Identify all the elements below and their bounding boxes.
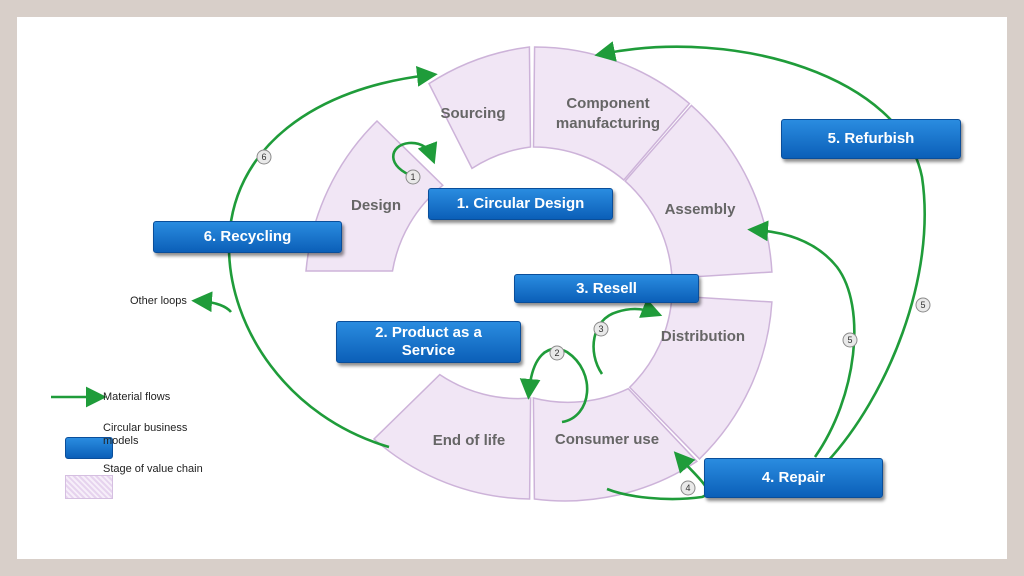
diagram-canvas: Sourcing Component manufacturing Assembl… — [17, 17, 1007, 559]
stage-label-consumer-use: Consumer use — [555, 431, 659, 448]
stage-end-of-life — [372, 373, 532, 500]
model-resell: 3. Resell — [514, 274, 699, 303]
legend-business-models-line2: models — [103, 435, 139, 447]
stage-label-design: Design — [351, 197, 401, 214]
flow-refurbish-assembly — [747, 220, 856, 458]
flow-circular-design — [392, 141, 438, 179]
loop-number-3: 3 — [593, 321, 609, 337]
legend-business-models: Circular business models — [103, 422, 187, 448]
svg-text:1: 1 — [410, 172, 415, 182]
stage-assembly — [624, 104, 773, 279]
stage-component-manufacturing — [532, 46, 691, 182]
svg-text:6: 6 — [261, 152, 266, 162]
svg-text:2: 2 — [554, 348, 559, 358]
product-service-line1: 2. Product as a — [375, 324, 482, 341]
stage-label-distribution: Distribution — [661, 328, 745, 345]
flow-product-service — [519, 347, 589, 424]
legend-business-models-line1: Circular business — [103, 422, 188, 434]
model-recycling: 6. Recycling — [153, 221, 342, 253]
other-loops-label: Other loops — [130, 295, 187, 307]
stage-label-manufacturing: manufacturing — [556, 115, 660, 132]
svg-text:5: 5 — [920, 300, 925, 310]
loop-number-6: 6 — [256, 149, 272, 165]
loop-number-5-assembly: 5 — [842, 332, 858, 348]
stage-label-assembly: Assembly — [665, 201, 737, 218]
flow-repair — [606, 451, 709, 501]
legend-business-model-swatch — [65, 437, 113, 459]
flow-resell — [592, 298, 663, 375]
model-circular-design: 1. Circular Design — [428, 188, 613, 220]
svg-text:4: 4 — [685, 483, 690, 493]
stage-distribution — [628, 295, 773, 460]
loop-number-2: 2 — [549, 345, 565, 361]
product-service-line2: Service — [401, 342, 456, 359]
legend-stage-of-value-chain: Stage of value chain — [103, 463, 203, 475]
refurbish-label: 5. Refurbish — [827, 130, 915, 147]
loop-number-1: 1 — [405, 169, 421, 185]
stage-label-end-of-life: End of life — [433, 432, 506, 449]
model-repair: 4. Repair — [704, 458, 883, 498]
model-refurbish: 5. Refurbish — [781, 119, 961, 159]
legend-stage-swatch — [65, 475, 113, 499]
flow-other-loops — [191, 291, 233, 313]
model-product-as-service: 2. Product as a Service — [336, 321, 521, 363]
stage-sourcing — [428, 46, 532, 170]
legend-material-flows: Material flows — [103, 391, 171, 403]
stage-label-component: Component — [566, 95, 649, 112]
flow-refurbish — [594, 41, 926, 463]
loop-number-4: 4 — [680, 480, 696, 496]
svg-text:3: 3 — [598, 324, 603, 334]
svg-text:5: 5 — [847, 335, 852, 345]
stage-label-sourcing: Sourcing — [440, 105, 505, 122]
loop-number-5-refurbish: 5 — [915, 297, 931, 313]
